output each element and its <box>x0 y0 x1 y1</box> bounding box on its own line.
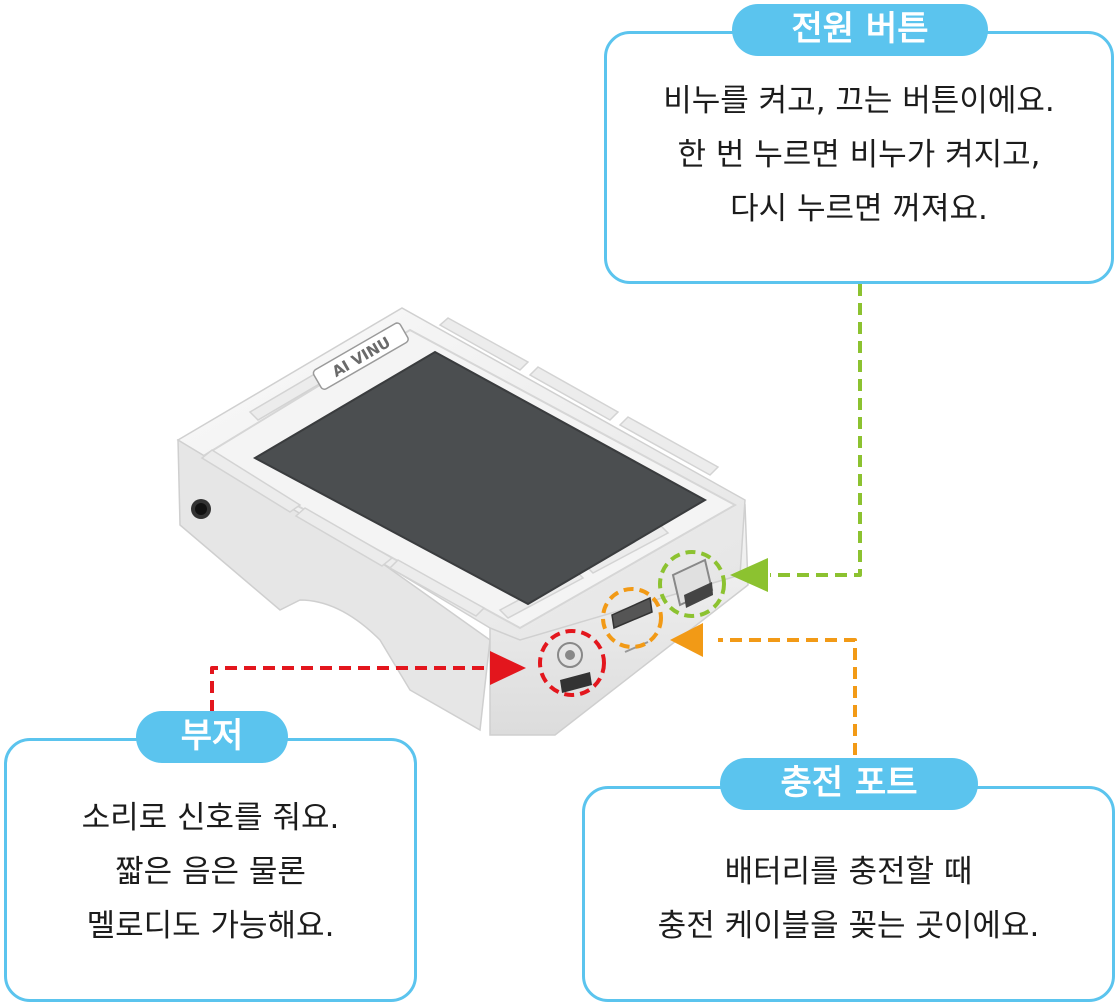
charge-line-2: 충전 케이블을 꽂는 곳이에요. <box>657 908 1040 944</box>
charge-line-1: 배터리를 충전할 때 <box>724 854 973 890</box>
device-screen <box>252 350 708 606</box>
charge-callout-text: 배터리를 충전할 때 충전 케이블을 꽂는 곳이에요. <box>585 845 1112 953</box>
charge-highlight-circle <box>601 587 663 649</box>
buzzer <box>557 642 592 693</box>
charge-callout-title: 충전 포트 <box>720 758 978 810</box>
buzzer-line-3: 멜로디도 가능해요. <box>86 908 335 944</box>
device-body: AI VINU <box>176 307 749 736</box>
power-button <box>671 558 714 608</box>
power-callout-title: 전원 버튼 <box>732 4 988 56</box>
power-callout-text: 비누를 켜고, 끄는 버튼이에요. 한 번 누르면 비누가 켜지고, 다시 누르… <box>607 74 1111 236</box>
power-line-1: 비누를 켜고, 끄는 버튼이에요. <box>663 83 1055 119</box>
power-line-3: 다시 누르면 꺼져요. <box>730 191 988 227</box>
buzzer-leader-line <box>210 666 495 712</box>
power-callout: 비누를 켜고, 끄는 버튼이에요. 한 번 누르면 비누가 켜지고, 다시 누르… <box>604 31 1114 284</box>
power-arrow <box>730 558 768 592</box>
power-line-2: 한 번 누르면 비누가 켜지고, <box>677 137 1041 173</box>
buzzer-line-1: 소리로 신호를 줘요. <box>81 800 340 836</box>
buzzer-callout-title: 부저 <box>136 711 288 763</box>
power-highlight-circle <box>658 550 726 618</box>
buzzer-callout: 소리로 신호를 줘요. 짧은 음은 물론 멜로디도 가능해요. <box>4 738 417 1002</box>
buzzer-line-2: 짧은 음은 물론 <box>115 854 306 890</box>
charge-leader-line <box>718 638 857 755</box>
buzzer-callout-text: 소리로 신호를 줘요. 짧은 음은 물론 멜로디도 가능해요. <box>7 791 414 953</box>
charge-arrow <box>670 623 703 657</box>
charge-callout: 배터리를 충전할 때 충전 케이블을 꽂는 곳이에요. <box>582 786 1115 1002</box>
buzzer-arrow <box>490 651 526 685</box>
power-leader-line <box>770 284 862 577</box>
buzzer-highlight-circle <box>538 629 606 697</box>
